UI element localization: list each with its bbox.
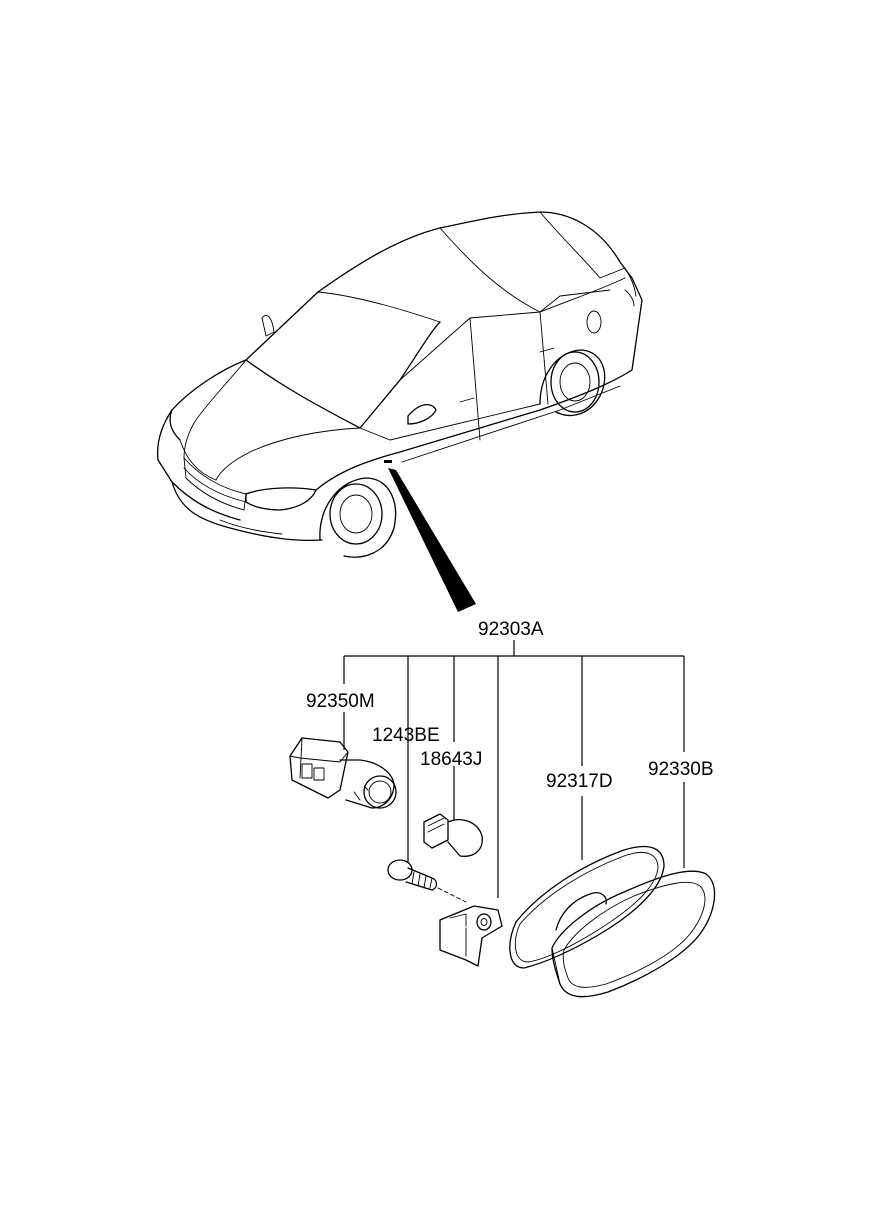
side-repeater-marker xyxy=(384,460,392,463)
screw-part xyxy=(387,859,467,903)
callout-pointer xyxy=(388,468,476,612)
part-label-18643J: 18643J xyxy=(420,749,483,770)
part-label-1243BE: 1243BE xyxy=(372,725,440,746)
assembly-label: 92303A xyxy=(478,619,544,640)
socket-part xyxy=(289,737,397,809)
part-label-92350M: 92350M xyxy=(306,691,375,712)
callout-bracket xyxy=(343,640,685,898)
part-label-92317D: 92317D xyxy=(546,771,613,792)
car-illustration xyxy=(156,211,643,558)
part-label-92330B: 92330B xyxy=(648,759,714,780)
lens-housing-part xyxy=(551,870,716,998)
gasket-part xyxy=(509,845,665,969)
clip-part xyxy=(439,905,503,967)
bulb-part xyxy=(423,813,483,857)
